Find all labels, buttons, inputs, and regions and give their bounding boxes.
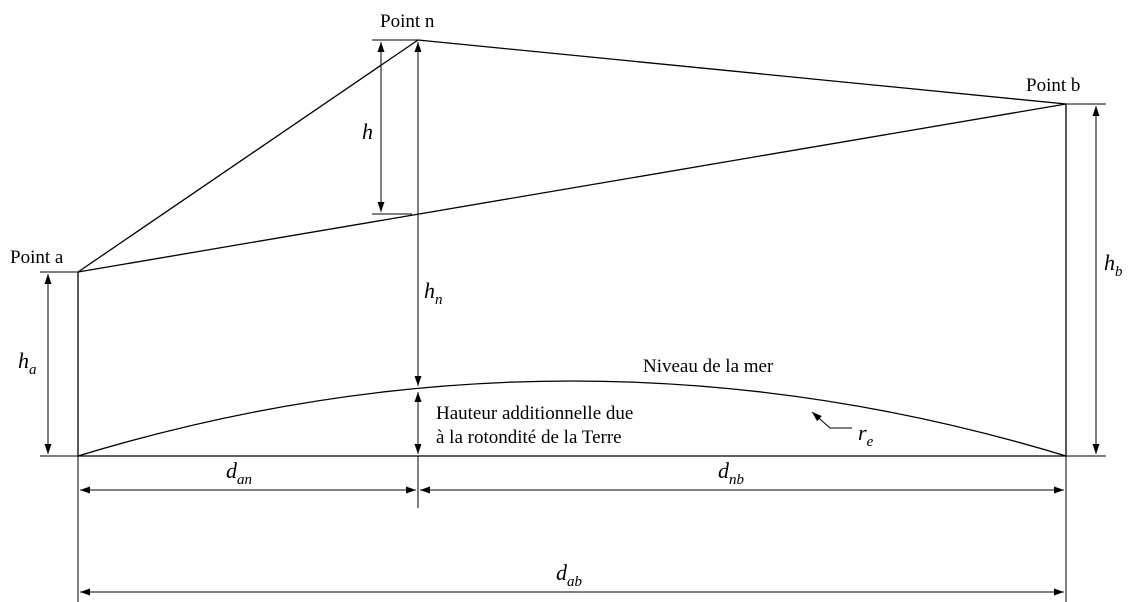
symbol-re: re xyxy=(858,420,874,450)
label-earth-curvature-line2: à la rotondité de la Terre xyxy=(436,427,622,448)
dimension-arrows xyxy=(44,42,1100,596)
label-earth-curvature-line1: Hauteur additionnelle due xyxy=(436,403,633,424)
symbol-h: h xyxy=(362,119,373,144)
extension-lines xyxy=(40,39,1106,602)
path-a-to-n xyxy=(77,39,419,273)
symbol-ha: ha xyxy=(18,348,37,378)
leader-re xyxy=(811,411,852,429)
direct-path-a-to-b xyxy=(77,103,1067,273)
label-point-a: Point a xyxy=(10,247,64,268)
symbol-dnb: dnb xyxy=(718,458,745,488)
sea-level-curve xyxy=(77,380,1067,457)
label-point-b: Point b xyxy=(1026,75,1080,96)
label-sea-level: Niveau de la mer xyxy=(643,356,774,377)
label-point-n: Point n xyxy=(380,11,435,32)
path-n-to-b xyxy=(417,39,1067,105)
symbol-dan: dan xyxy=(226,458,252,488)
symbol-hn: hn xyxy=(424,278,443,308)
profile-geometry xyxy=(77,39,1067,457)
symbol-dab: dab xyxy=(556,560,583,590)
symbol-hb: hb xyxy=(1104,250,1123,280)
